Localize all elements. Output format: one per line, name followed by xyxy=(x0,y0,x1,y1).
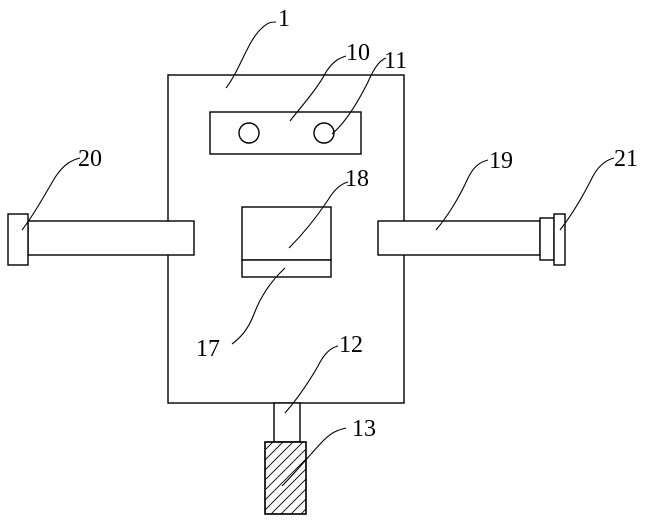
hatched-foot xyxy=(264,441,307,515)
right-end-collar xyxy=(539,217,555,261)
label-17: 17 xyxy=(196,336,220,362)
leader-1 xyxy=(225,21,277,89)
label-13: 13 xyxy=(352,416,376,442)
leader-11 xyxy=(331,57,387,135)
leader-13 xyxy=(281,427,347,487)
leader-21 xyxy=(559,157,615,231)
leader-10 xyxy=(289,55,347,122)
label-11: 11 xyxy=(384,48,407,74)
base-plate xyxy=(241,259,332,278)
label-20: 20 xyxy=(78,146,102,172)
indicator-left xyxy=(238,122,260,144)
leader-17 xyxy=(231,267,286,345)
leader-18 xyxy=(288,181,349,249)
right-arm xyxy=(377,220,541,256)
leader-19 xyxy=(435,159,489,231)
top-panel xyxy=(209,111,362,155)
leader-12 xyxy=(284,345,339,414)
bottom-shaft xyxy=(273,402,301,443)
indicator-right xyxy=(313,122,335,144)
label-1: 1 xyxy=(278,6,290,32)
left-end-cap xyxy=(7,213,29,266)
left-arm xyxy=(27,220,195,256)
label-21: 21 xyxy=(614,146,638,172)
label-18: 18 xyxy=(345,166,369,192)
leader-20 xyxy=(21,157,81,231)
label-19: 19 xyxy=(489,148,513,174)
label-10: 10 xyxy=(346,40,370,66)
right-end-cap xyxy=(553,213,566,266)
label-12: 12 xyxy=(339,332,363,358)
